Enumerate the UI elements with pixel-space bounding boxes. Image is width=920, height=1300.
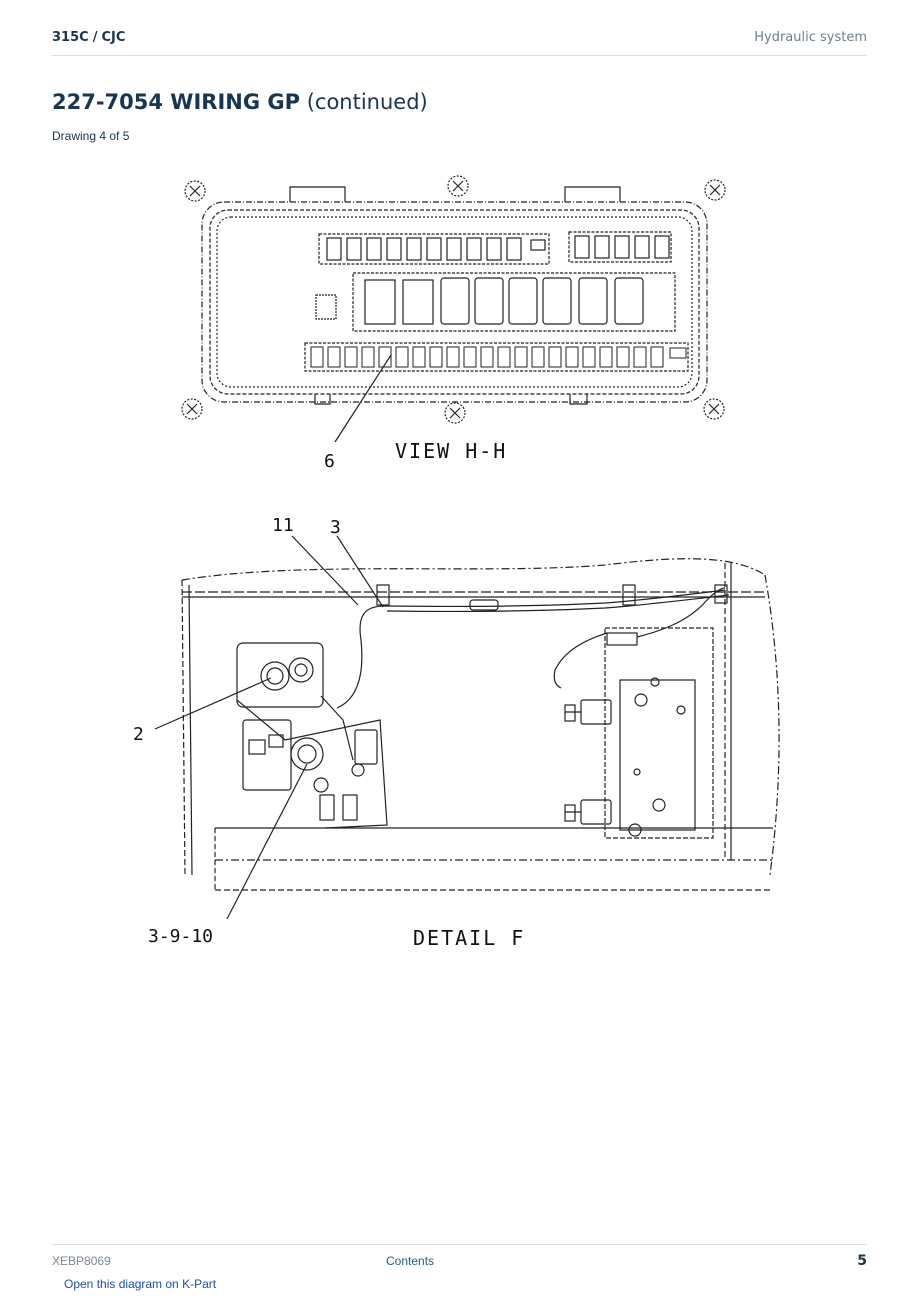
serial-prefix: CJC <box>101 30 126 45</box>
callout-11: 11 <box>272 515 294 536</box>
section-name: Hydraulic system <box>754 30 867 45</box>
page-number: 5 <box>857 1253 867 1269</box>
detail-f-label: DETAIL F <box>413 926 525 950</box>
wiring-diagram-svg: 6 VIEW H-H 11 3 2 3-9-10 DETAIL F <box>133 175 780 950</box>
model-number: 315C <box>52 30 89 45</box>
callout-6: 6 <box>324 451 335 472</box>
wiring-diagram: 6 VIEW H-H 11 3 2 3-9-10 DETAIL F <box>125 160 795 960</box>
model-breadcrumb: 315C/CJC <box>52 30 125 45</box>
detail-f-drawing <box>154 535 780 920</box>
page-header: 315C/CJC Hydraulic system <box>52 29 867 56</box>
callout-2: 2 <box>133 724 144 745</box>
breadcrumb-separator: / <box>92 30 98 45</box>
page-title: 227-7054 WIRING GP (continued) <box>52 90 428 114</box>
screw-markers <box>181 175 726 424</box>
view-h-h-drawing <box>181 175 726 443</box>
view-h-h-label: VIEW H-H <box>395 439 507 463</box>
callout-3: 3 <box>330 517 341 538</box>
callout-3-9-10: 3-9-10 <box>148 926 213 947</box>
kpart-link[interactable]: Open this diagram on K-Part <box>64 1277 217 1291</box>
document-number: XEBP8069 <box>52 1254 111 1268</box>
page-footer: XEBP8069 Contents 5 <box>52 1244 867 1274</box>
part-number-title: 227-7054 WIRING GP <box>52 90 301 114</box>
contents-link[interactable]: Contents <box>386 1254 435 1268</box>
drawing-counter: Drawing 4 of 5 <box>52 129 130 143</box>
title-suffix: (continued) <box>300 90 428 114</box>
